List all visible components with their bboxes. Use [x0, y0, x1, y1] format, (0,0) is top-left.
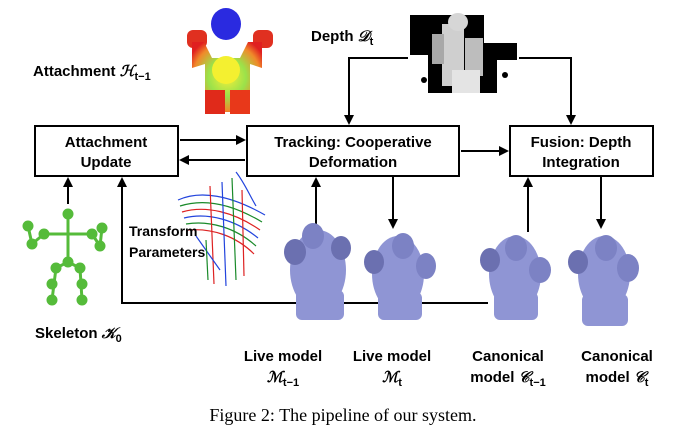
attachment-label: Attachment ℋt−1 — [33, 63, 151, 83]
mesh-live-model-t — [364, 233, 436, 320]
svg-text:Integration: Integration — [542, 154, 620, 171]
fusion-box: Fusion: Depth Integration — [509, 125, 654, 177]
depth-image — [410, 13, 517, 93]
figure-caption: Figure 2: The pipeline of our system. — [209, 405, 476, 425]
svg-text:model 𝒞t−1: model 𝒞t−1 — [470, 369, 546, 389]
svg-text:Live model: Live model — [353, 348, 431, 365]
attachment-update-box: Attachment Update — [34, 125, 179, 177]
tracking-box: Tracking: Cooperative Deformation — [246, 125, 460, 177]
svg-text:Attachment: Attachment — [65, 134, 148, 151]
skeleton-figure — [22, 208, 108, 306]
skeleton-label: Skeleton 𝒦0 — [35, 325, 122, 345]
svg-text:ℳt: ℳt — [382, 369, 402, 389]
mesh-live-model-t-1 — [284, 223, 351, 320]
svg-text:Deformation: Deformation — [309, 154, 397, 171]
mesh-canonical-model-t-1 — [480, 235, 551, 320]
transform-label-line2: Parameters — [129, 244, 205, 260]
svg-text:Canonical: Canonical — [581, 348, 653, 365]
model-label-canonical-t: Canonical model 𝒞t — [581, 348, 653, 389]
svg-text:Tracking: Cooperative: Tracking: Cooperative — [274, 134, 432, 151]
mesh-canonical-model-t — [568, 235, 639, 326]
svg-text:ℳt−1: ℳt−1 — [267, 369, 299, 389]
transform-vector-field — [177, 171, 266, 287]
depth-label: Depth 𝒟t — [311, 28, 374, 48]
attachment-heatmap-figure — [187, 8, 273, 114]
svg-text:Live model: Live model — [244, 348, 322, 365]
model-label-live-t-1: Live model ℳt−1 — [244, 348, 322, 389]
model-label-live-t: Live model ℳt — [353, 348, 431, 389]
model-label-canonical-t-1: Canonical model 𝒞t−1 — [470, 348, 546, 389]
svg-text:Fusion: Depth: Fusion: Depth — [531, 134, 632, 151]
transform-label-line1: Transform — [129, 223, 197, 239]
svg-text:Update: Update — [81, 154, 132, 171]
svg-text:Canonical: Canonical — [472, 348, 544, 365]
svg-text:model 𝒞t: model 𝒞t — [586, 369, 649, 389]
